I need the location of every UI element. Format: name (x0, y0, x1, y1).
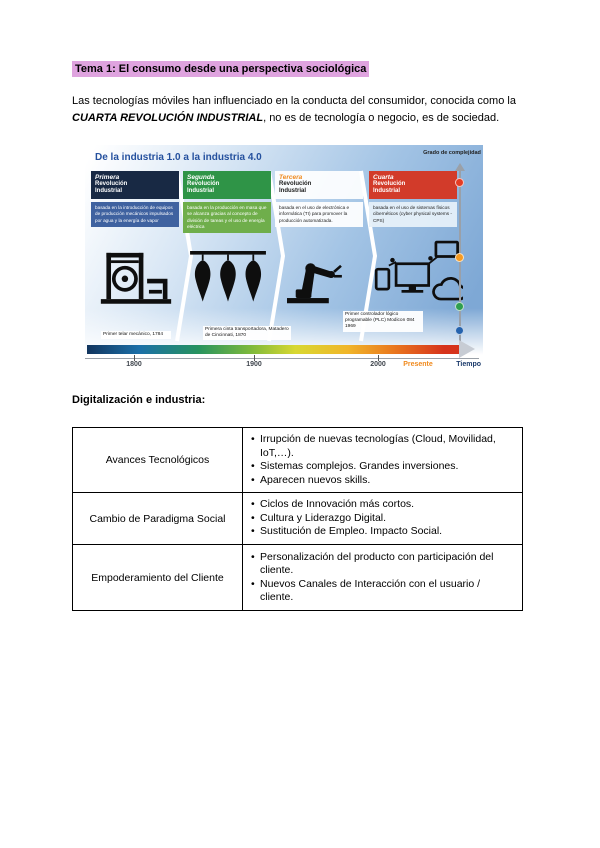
column-header: Segunda Revolución Industrial (183, 171, 271, 200)
timeline-tick-1800 (134, 355, 135, 361)
column-second-revolution: Segunda Revolución Industrial basada en … (183, 171, 271, 233)
table-row: Avances Tecnológicos Irrupción de nuevas… (72, 427, 523, 493)
bullet-item: Sistemas complejos. Grandes inversiones. (249, 460, 516, 474)
timeline-tick-2000 (378, 355, 379, 361)
page-title: Tema 1: El consumo desde una perspectiva… (72, 61, 370, 77)
column-header: Cuarta Revolución Industrial (369, 171, 457, 200)
complexity-dot-fourth (455, 178, 464, 187)
timeline-baseline (85, 358, 479, 359)
column-header: Primera Revolución Industrial (91, 171, 179, 200)
timeline-year-label: 1800 (126, 361, 142, 368)
column-first-revolution: Primera Revolución Industrial basada en … (91, 171, 179, 227)
row-items: Personalización del producto con partici… (242, 544, 523, 611)
intro-emphasis: CUARTA REVOLUCIÓN INDUSTRIAL (72, 112, 264, 124)
row-label: Cambio de Paradigma Social (72, 492, 243, 545)
row-items: Irrupción de nuevas tecnologías (Cloud, … (242, 427, 523, 493)
table-row: Cambio de Paradigma Social Ciclos de Inn… (72, 492, 523, 545)
column-ordinal: Primera (95, 174, 120, 181)
intro-pre: Las tecnologías móviles han influenciado… (72, 95, 516, 107)
timeline-year-label: 2000 (370, 361, 386, 368)
page-title-text: Tema 1: El consumo desde una perspectiva… (72, 61, 370, 77)
bullet-item: Personalización del producto con partici… (249, 551, 516, 578)
bullet-item: Cultura y Liderazgo Digital. (249, 512, 516, 526)
bullet-item: Sustitución de Empleo. Impacto Social. (249, 525, 516, 539)
column-header: Tercera Revolución Industrial (275, 171, 363, 200)
robot-arm-icon (287, 263, 342, 304)
bullet-item: Irrupción de nuevas tecnologías (Cloud, … (249, 433, 516, 460)
timeline-tick-1900 (254, 355, 255, 361)
column-name: Revolución Industrial (95, 181, 128, 195)
table-row: Empoderamiento del Cliente Personalizaci… (72, 544, 523, 611)
timeline-caption-plc: Primer controlador lógico programable (P… (343, 311, 423, 332)
section-heading: Digitalización e industria: (72, 394, 206, 406)
bullet-item: Nuevos Canales de Interacción con el usu… (249, 578, 516, 605)
loom-icon (100, 252, 172, 304)
industry-4-0-infographic: De la industria 1.0 a la industria 4.0 G… (85, 145, 483, 378)
complexity-dot-third (455, 253, 464, 262)
infographic-title: De la industria 1.0 a la industria 4.0 (95, 152, 262, 163)
column-description: basada en el uso de electrónica e inform… (275, 202, 363, 227)
timeline-caption-conveyor: Primera cinta transportadora, Matadero d… (203, 326, 291, 341)
column-name: Revolución Industrial (373, 181, 406, 195)
timeline-gradient-bar (87, 345, 459, 354)
timeline-arrow-icon (459, 340, 475, 358)
complexity-dot-first (455, 326, 464, 335)
column-description: basada en la introducción de equipos de … (91, 202, 179, 227)
bullet-item: Ciclos de Innovación más cortos. (249, 498, 516, 512)
row-label: Empoderamiento del Cliente (72, 544, 243, 611)
column-description: basada en el uso de sistemas físicos cib… (369, 202, 457, 227)
column-fourth-revolution: Cuarta Revolución Industrial basada en e… (369, 171, 457, 227)
digitalization-table: Avances Tecnológicos Irrupción de nuevas… (72, 427, 523, 611)
bullet-item: Aparecen nuevos skills. (249, 474, 516, 488)
intro-post: , no es de tecnología o negocio, es de s… (263, 112, 500, 124)
column-description: basada en la producción en masa que se a… (183, 202, 271, 233)
complexity-axis-label: Grado de complejidad (423, 150, 481, 156)
column-name: Revolución Industrial (279, 181, 312, 195)
column-name: Revolución Industrial (187, 181, 220, 195)
timeline-presente-label: Presente (403, 361, 433, 368)
complexity-axis-arrow-icon (455, 163, 465, 171)
row-items: Ciclos de Innovación más cortos. Cultura… (242, 492, 523, 545)
column-ordinal: Tercera (279, 174, 303, 181)
intro-paragraph: Las tecnologías móviles han influenciado… (72, 93, 550, 127)
timeline-caption-loom: Primer telar mecánico, 1784 (101, 331, 171, 340)
timeline-year-label: 1900 (246, 361, 262, 368)
connected-devices-icon (374, 240, 463, 301)
timeline-tiempo-label: Tiempo (456, 361, 481, 368)
column-third-revolution: Tercera Revolución Industrial basada en … (275, 171, 363, 227)
row-label: Avances Tecnológicos (72, 427, 243, 493)
column-ordinal: Cuarta (373, 174, 394, 181)
hanging-carcasses-icon (190, 251, 266, 302)
complexity-dot-second (455, 302, 464, 311)
column-ordinal: Segunda (187, 174, 215, 181)
